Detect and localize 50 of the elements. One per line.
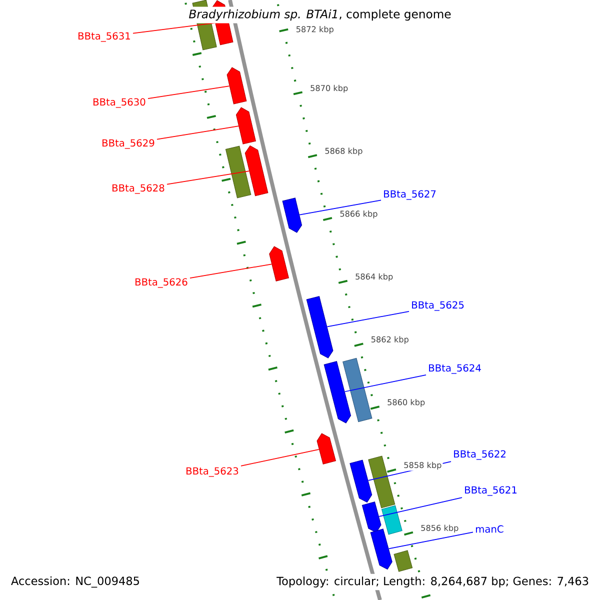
accession-text: Accession: NC_009485 [8, 574, 143, 590]
gene-feature [244, 145, 268, 196]
genome-info-text: Topology: circular; Length: 8,264,687 bp; Genes: 7,463 [274, 574, 592, 590]
gene-label: BBta_5621 [465, 486, 517, 496]
leader-line [299, 200, 382, 216]
gene-feature [269, 246, 290, 282]
title: Bradyrhizobium sp. BTAi1, complete genome [186, 6, 454, 24]
gene-label: BBta_5628 [112, 184, 164, 194]
gene-feature [316, 433, 336, 464]
gene-feature [368, 456, 396, 508]
leader-line [148, 86, 230, 100]
tick-label: 5870 kbp [309, 84, 350, 94]
gene-feature [381, 505, 402, 535]
gene-feature [362, 502, 382, 533]
gene-label: BBta_5624 [429, 364, 481, 374]
leader-line [378, 497, 462, 517]
gene-feature [394, 550, 413, 572]
leader-line [388, 532, 474, 550]
gene-label: BBta_5626 [136, 278, 188, 288]
tick-label: 5858 kbp [402, 460, 443, 471]
gene-feature [370, 528, 392, 570]
gene-label: BBta_5631 [78, 32, 130, 42]
gene-feature [306, 296, 334, 358]
tick-label: 5872 kbp [294, 24, 335, 35]
gene-feature [236, 107, 256, 144]
leader-line [344, 374, 426, 392]
gene-feature [350, 460, 372, 503]
gene-label: BBta_5627 [384, 190, 436, 200]
tick-label: 5862 kbp [370, 335, 410, 346]
leader-line [240, 448, 320, 466]
gene-feature [226, 67, 247, 104]
gene-label: BBta_5629 [102, 139, 154, 149]
gene-feature [225, 146, 252, 198]
leader-line [190, 264, 272, 279]
tick-label: 5856 kbp [420, 524, 460, 534]
gene-label: BBta_5623 [186, 467, 238, 477]
tick-label: 5860 kbp [386, 398, 426, 408]
tick-label: 5866 kbp [338, 209, 379, 220]
tick-label: 5864 kbp [354, 272, 394, 282]
gene-label: BBta_5625 [412, 301, 464, 311]
gene-feature [324, 361, 352, 424]
gene-feature [282, 198, 302, 233]
gene-feature [342, 358, 372, 422]
gene-label: manC [476, 525, 504, 533]
tick-label: 5868 kbp [324, 146, 364, 157]
leader-line [326, 310, 410, 328]
leader-line [166, 170, 250, 185]
gene-label: BBta_5622 [454, 450, 506, 460]
leader-line [156, 126, 239, 140]
gene-label: BBta_5630 [94, 98, 146, 108]
